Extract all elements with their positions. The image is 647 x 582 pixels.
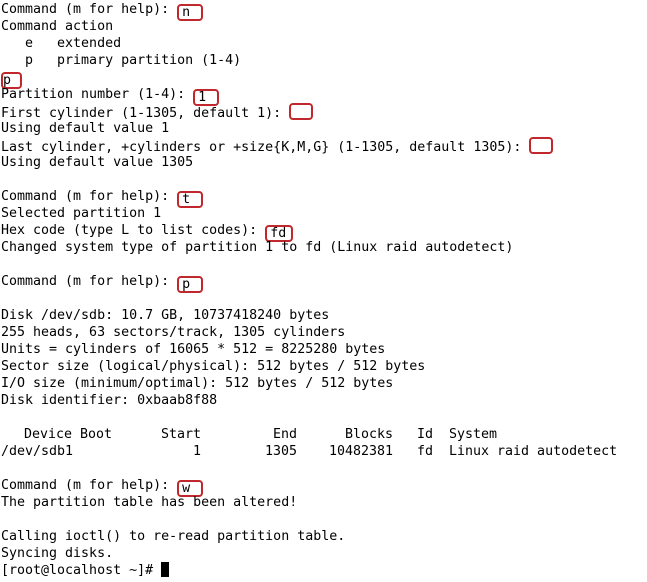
- terminal-line: Using default value 1305: [1, 155, 194, 170]
- terminal-line: Last cylinder, +cylinders or +size{K,M,G…: [1, 137, 647, 155]
- cell-system: Linux raid autodetect: [449, 444, 618, 459]
- terminal-line: Using default value 1: [1, 121, 170, 136]
- input-highlight-1: 1: [193, 89, 220, 106]
- terminal-line: The partition table has been altered!: [1, 495, 298, 510]
- terminal-line: p: [1, 69, 647, 89]
- command-prompt-text: Command (m for help):: [1, 478, 178, 493]
- terminal-line: Syncing disks.: [1, 546, 114, 561]
- command-prompt-text: Command (m for help):: [1, 189, 178, 204]
- terminal-blank-line: [1, 460, 647, 477]
- terminal-line: e extended: [1, 36, 122, 51]
- input-highlight-p: p: [177, 276, 204, 293]
- header-start: Start: [161, 427, 202, 442]
- terminal-blank-line: [1, 511, 647, 528]
- terminal-line: Changed system type of partition 1 to fd…: [1, 240, 514, 255]
- command-prompt-text: Command (m for help):: [1, 2, 178, 17]
- terminal-blank-line: [1, 290, 647, 307]
- terminal-line: Disk identifier: 0xbaab8f88: [1, 393, 218, 408]
- header-blocks: Blocks: [345, 427, 394, 442]
- hex-code-prompt: Hex code (type L to list codes):: [1, 223, 266, 238]
- cell-blocks: 10482381: [329, 444, 394, 459]
- terminal-line: First cylinder (1-1305, default 1):: [1, 103, 647, 121]
- text-cursor[interactable]: [161, 562, 170, 577]
- partition-number-prompt: Partition number (1-4):: [1, 87, 194, 102]
- cell-start: 1: [193, 444, 202, 459]
- input-highlight-p: p: [1, 72, 22, 89]
- terminal-line: Command (m for help): n: [1, 1, 647, 21]
- input-highlight-empty: [529, 137, 554, 154]
- input-highlight-empty: [289, 103, 314, 120]
- header-end: End: [273, 427, 298, 442]
- header-device-boot: Device Boot: [24, 427, 113, 442]
- terminal-line: Units = cylinders of 16065 * 512 = 82252…: [1, 342, 386, 357]
- terminal-line: Selected partition 1: [1, 206, 162, 221]
- terminal-line: Calling ioctl() to re-read partition tab…: [1, 529, 346, 544]
- terminal-line[interactable]: [root@localhost ~]#: [1, 562, 647, 579]
- terminal-line: p primary partition (1-4): [1, 53, 242, 68]
- header-system: System: [449, 427, 498, 442]
- partition-table-header: Device Boot Start End Blocks Id System: [1, 426, 647, 443]
- terminal-line: Command (m for help): w: [1, 477, 647, 497]
- terminal-line: I/O size (minimum/optimal): 512 bytes / …: [1, 376, 394, 391]
- terminal-line: Command (m for help): p: [1, 273, 647, 293]
- terminal-line: Partition number (1-4): 1: [1, 86, 647, 106]
- partition-table-row: /dev/sdb1 1 1305 10482381 fd Linux raid …: [1, 443, 647, 460]
- terminal-line: Command (m for help): t: [1, 188, 647, 208]
- first-cylinder-prompt: First cylinder (1-1305, default 1):: [1, 106, 290, 121]
- terminal-line: Sector size (logical/physical): 512 byte…: [1, 359, 426, 374]
- terminal-line: Hex code (type L to list codes): fd: [1, 222, 647, 242]
- input-highlight-n: n: [177, 4, 204, 21]
- terminal-line: Disk /dev/sdb: 10.7 GB, 10737418240 byte…: [1, 308, 330, 323]
- last-cylinder-prompt: Last cylinder, +cylinders or +size{K,M,G…: [1, 140, 530, 155]
- cell-id: fd: [417, 444, 434, 459]
- terminal-blank-line: [1, 409, 647, 426]
- input-highlight-fd: fd: [265, 225, 294, 242]
- cell-end: 1305: [265, 444, 298, 459]
- command-prompt-text: Command (m for help):: [1, 274, 178, 289]
- cell-device: /dev/sdb1: [1, 444, 74, 459]
- terminal-line: 255 heads, 63 sectors/track, 1305 cylind…: [1, 325, 346, 340]
- terminal-blank-line: [1, 171, 647, 188]
- header-id: Id: [417, 427, 434, 442]
- input-highlight-w: w: [177, 480, 204, 497]
- input-highlight-t: t: [177, 191, 204, 208]
- terminal-line: Command action: [1, 19, 114, 34]
- terminal-blank-line: [1, 256, 647, 273]
- shell-prompt: [root@localhost ~]#: [1, 563, 162, 578]
